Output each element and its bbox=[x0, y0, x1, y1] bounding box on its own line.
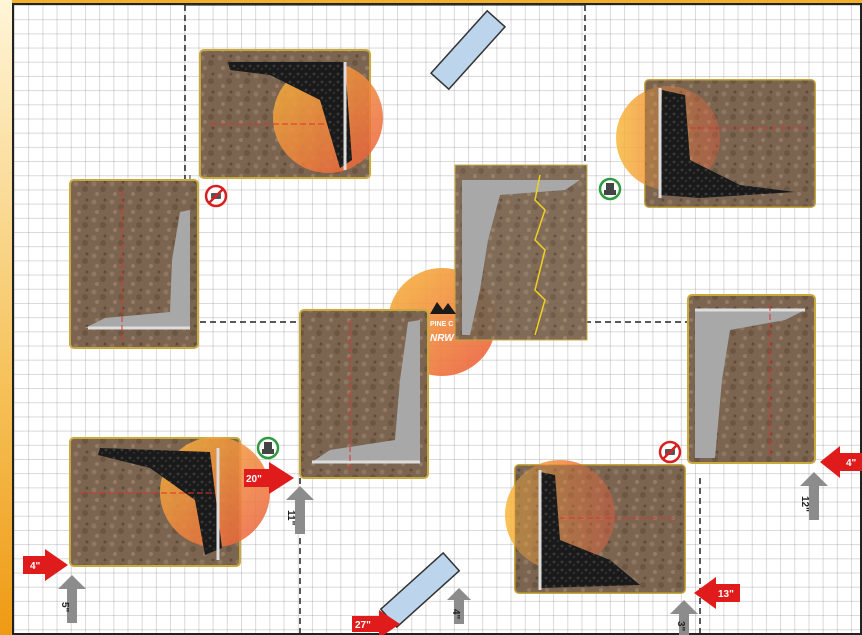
container-top bbox=[431, 11, 505, 89]
robot-allowed-icon bbox=[258, 438, 278, 458]
measure-4-bottom: 4" bbox=[450, 609, 461, 620]
terrain-ruin-bottom-left bbox=[70, 437, 270, 566]
measure-20: 20" bbox=[246, 474, 262, 485]
measure-3: 3" bbox=[675, 621, 686, 632]
terrain-ruin-left bbox=[70, 180, 198, 348]
red-arrow-icon: 13" bbox=[694, 577, 740, 609]
measure-12: 12" bbox=[799, 496, 810, 512]
grey-arrow-icon: 12" bbox=[799, 472, 828, 520]
measure-13: 13" bbox=[718, 589, 734, 600]
no-vehicle-icon bbox=[206, 186, 226, 206]
logo-top-text: PINE C bbox=[430, 321, 453, 328]
grey-arrow-icon: 5" bbox=[58, 575, 86, 623]
measure-27: 27" bbox=[355, 620, 371, 631]
measure-4-right: 4" bbox=[846, 458, 857, 469]
robot-allowed-icon bbox=[600, 179, 620, 199]
measure-11: 11" bbox=[285, 510, 296, 526]
measure-5-left: 5" bbox=[59, 602, 70, 613]
terrain-ruin-center-right bbox=[455, 165, 587, 340]
container-bottom bbox=[381, 553, 459, 627]
terrain-ruin-bottom-right bbox=[505, 460, 685, 593]
no-vehicle-icon bbox=[660, 442, 680, 462]
terrain-ruin-center-left bbox=[300, 310, 428, 478]
grey-arrow-icon: 4" bbox=[447, 588, 471, 624]
measure-4-left: 4" bbox=[30, 561, 41, 572]
grey-arrow-icon: 11" bbox=[285, 486, 314, 534]
red-arrow-icon: 4" bbox=[23, 549, 68, 581]
grey-arrow-icon: 3" bbox=[670, 600, 698, 635]
terrain-ruin-right bbox=[688, 295, 815, 463]
logo-bottom-text: NRW bbox=[430, 333, 455, 344]
terrain-ruin-top bbox=[200, 50, 383, 178]
red-arrow-icon: 4" bbox=[820, 446, 862, 478]
terrain-ruin-top-right bbox=[616, 80, 815, 207]
